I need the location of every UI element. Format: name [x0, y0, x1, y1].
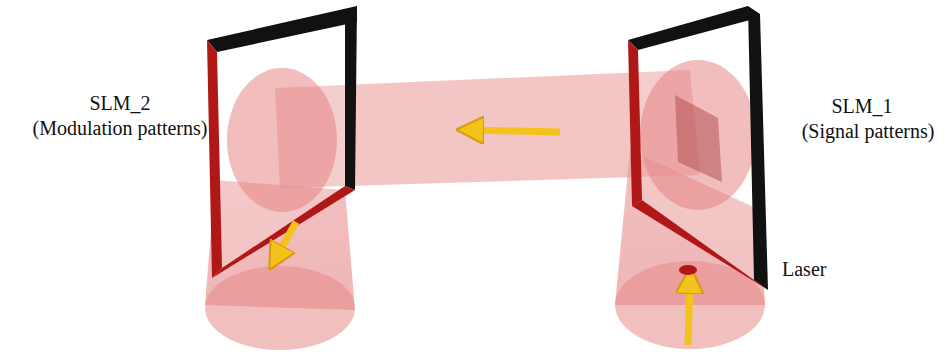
slm-name: SLM_2	[89, 92, 150, 115]
slm-2-panel	[207, 6, 357, 278]
slm-role: (Modulation patterns)	[33, 117, 208, 140]
propagation-arrows	[276, 130, 697, 345]
slm-1-panel	[628, 6, 768, 290]
signal-pattern	[675, 95, 722, 182]
slm-role: (Signal patterns)	[802, 120, 935, 143]
slm-name: SLM_1	[831, 95, 892, 118]
source-label: Laser	[782, 258, 826, 281]
